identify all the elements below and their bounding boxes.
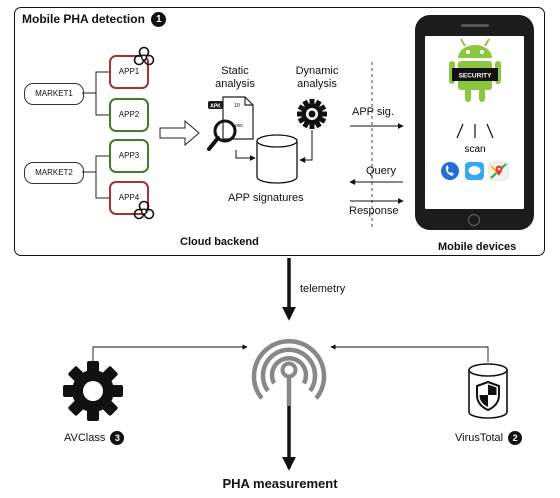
market-node-2: MARKET2: [24, 162, 84, 184]
dynamic-analysis-gear-icon: [297, 99, 327, 129]
app-sig-label: APP sig.: [352, 106, 394, 118]
doc-number-1: 10: [234, 103, 240, 109]
step-badge-3: 3: [110, 431, 125, 445]
virustotal-database-icon: [468, 363, 508, 419]
pha-measurement-label: PHA measurement: [222, 476, 338, 491]
virustotal-text: VirusTotal: [455, 431, 504, 444]
doc-number-2: 1.000: [231, 123, 243, 128]
market-connectors: [82, 71, 109, 199]
step-badge-2: 2: [508, 431, 523, 445]
phone-speaker: [461, 24, 489, 27]
android-security-icon: SECURITY scan: [441, 38, 509, 181]
market-label: MARKET1: [35, 89, 73, 98]
mobile-devices-label: Mobile devices: [438, 241, 517, 253]
submit-arrow-icon: [159, 120, 200, 146]
panel-title: Mobile PHA detection 1: [22, 12, 167, 28]
biohazard-icon: [133, 200, 155, 220]
database-label: APP signatures: [228, 192, 304, 204]
response-label: Response: [349, 205, 399, 217]
analysis-connectors: [235, 62, 404, 228]
cloud-backend-label: Cloud backend: [180, 236, 259, 248]
biohazard-icon: [133, 46, 155, 66]
avclass-text: AVClass: [64, 431, 106, 444]
scan-label: scan: [464, 144, 485, 155]
virustotal-label: VirusTotal 2: [455, 431, 523, 445]
avclass-gear-icon: [63, 361, 123, 421]
app-box-4: APP4: [109, 181, 149, 215]
app-box-2: APP2: [109, 98, 149, 132]
avclass-label: AVClass 3: [64, 431, 125, 445]
static-analysis-icon: APK 10 1.000: [207, 96, 254, 151]
app-label: APP1: [118, 67, 140, 76]
broadcast-antenna-icon: [251, 339, 327, 406]
security-badge-text: SECURITY: [459, 73, 493, 80]
dynamic-line-2: analysis: [297, 78, 337, 90]
market-label: MARKET2: [35, 168, 73, 177]
panel-title-text: Mobile PHA detection: [22, 12, 145, 26]
static-line-1: Static: [221, 65, 249, 77]
step-badge-1: 1: [151, 12, 167, 28]
detection-panel: [14, 7, 545, 256]
static-analysis-label: Static analysis: [205, 65, 265, 91]
static-line-2: analysis: [215, 78, 255, 90]
market-node-1: MARKET1: [24, 83, 84, 105]
apk-tag: APK: [210, 103, 221, 109]
app-label: APP3: [118, 151, 140, 160]
app-label: APP2: [118, 110, 140, 119]
phone-home-button: [468, 214, 480, 226]
app-label: APP4: [118, 193, 140, 202]
query-label: Query: [366, 165, 396, 177]
dynamic-line-1: Dynamic: [295, 65, 339, 77]
telemetry-label: telemetry: [300, 283, 346, 295]
dynamic-analysis-label: Dynamic analysis: [282, 65, 352, 91]
app-box-1: APP1: [109, 55, 149, 89]
app-signatures-database-icon: [256, 134, 298, 184]
app-box-3: APP3: [109, 139, 149, 173]
